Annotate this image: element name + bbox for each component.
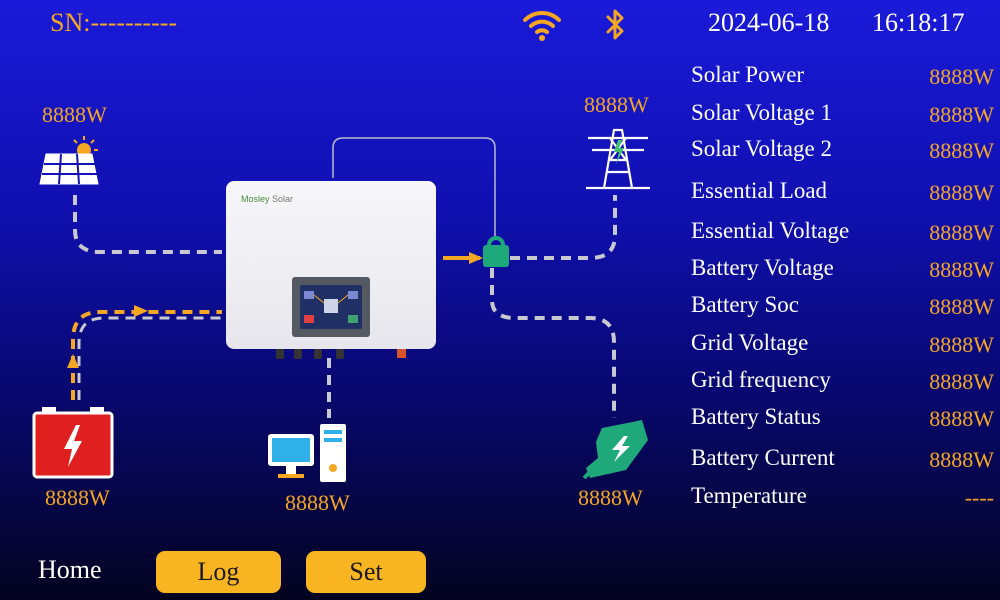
reading-value: ---- (964, 485, 994, 510)
reading-label: Essential Load (691, 178, 828, 203)
reading-label: Solar Voltage 2 (691, 136, 832, 161)
battery-flow-arrow-up (67, 354, 79, 368)
reading-label: Solar Power (691, 62, 805, 87)
reading-battery-soc: Battery Soc 8888W (691, 292, 997, 322)
power-tower-icon (586, 128, 650, 190)
reading-label: Battery Status (691, 404, 821, 429)
computer-load-icon (268, 424, 346, 482)
inverter-brand: Mosley Solar (241, 194, 293, 204)
nav-home-tab[interactable]: Home (38, 555, 102, 584)
reading-battery-current: Battery Current 8888W (691, 445, 997, 475)
reading-value: 8888W (929, 257, 994, 282)
inverter-brand-suffix: Solar (272, 194, 294, 204)
reading-grid-frequency: Grid frequency 8888W (691, 367, 997, 397)
ct-wire (332, 137, 496, 238)
battery-flow-line-shadow (77, 316, 222, 400)
date-display: 2024-06-18 (708, 8, 830, 37)
reading-label: Battery Soc (691, 292, 799, 317)
serial-number: SN:---------- (50, 8, 178, 37)
nav-log-button[interactable]: Log (156, 551, 281, 593)
bluetooth-icon (606, 9, 624, 40)
reading-value: 8888W (929, 220, 994, 245)
reading-temperature: Temperature ---- (691, 483, 997, 513)
reading-solar-voltage-2: Solar Voltage 2 8888W (691, 136, 997, 166)
reading-value: 8888W (929, 64, 994, 89)
load-power-value: 8888W (285, 490, 350, 515)
reading-value: 8888W (929, 294, 994, 319)
battery-flow-arrow-right (134, 305, 148, 317)
inverter-body: Mosley Solar (226, 181, 436, 349)
time-display: 16:18:17 (872, 8, 965, 37)
reading-value: 8888W (929, 180, 994, 205)
reading-value: 8888W (929, 102, 994, 127)
solar-panel-icon (39, 136, 99, 185)
reading-label: Temperature (691, 483, 807, 508)
reading-value: 8888W (929, 447, 994, 472)
battery-flow-line (71, 310, 222, 400)
grid-power-value: 8888W (584, 92, 649, 117)
reading-essential-load: Essential Load 8888W (691, 178, 997, 208)
reading-value: 8888W (929, 369, 994, 394)
reading-label: Grid Voltage (691, 330, 809, 355)
wifi-icon (523, 10, 561, 41)
reading-battery-status: Battery Status 8888W (691, 404, 997, 434)
inverter-connectors (236, 349, 426, 361)
reading-solar-voltage-1: Solar Voltage 1 8888W (691, 100, 997, 130)
nav-set-button[interactable]: Set (306, 551, 426, 593)
reading-essential-voltage: Essential Voltage 8888W (691, 218, 997, 248)
reading-value: 8888W (929, 332, 994, 357)
inverter-brand-name: Mosley (241, 194, 270, 204)
reading-value: 8888W (929, 406, 994, 431)
battery-icon (32, 407, 114, 479)
plug-icon (582, 420, 648, 480)
inverter-display-panel (292, 277, 370, 337)
grid-flow-arrow (469, 252, 483, 264)
backup-power-value: 8888W (578, 485, 643, 510)
reading-battery-voltage: Battery Voltage 8888W (691, 255, 997, 285)
reading-label: Battery Current (691, 445, 835, 470)
reading-solar-power: Solar Power 8888W (691, 62, 997, 92)
ct-meter-icon (483, 236, 509, 267)
reading-label: Battery Voltage (691, 255, 834, 280)
reading-grid-voltage: Grid Voltage 8888W (691, 330, 997, 360)
grid-flow-line (510, 195, 617, 260)
inverter-unit: Mosley Solar (218, 178, 442, 364)
reading-value: 8888W (929, 138, 994, 163)
solar-flow-line (73, 195, 222, 254)
backup-flow-line (490, 268, 616, 418)
reading-label: Grid frequency (691, 367, 831, 392)
reading-label: Solar Voltage 1 (691, 100, 832, 125)
battery-power-value: 8888W (45, 485, 110, 510)
solar-power-value: 8888W (42, 102, 107, 127)
reading-label: Essential Voltage (691, 218, 850, 243)
inverter-display-screen (300, 285, 362, 329)
